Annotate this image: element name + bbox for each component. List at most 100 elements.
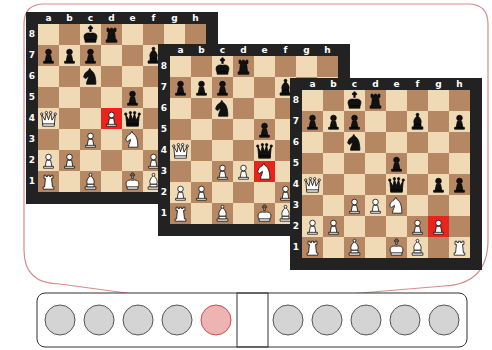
position-dot xyxy=(429,305,459,335)
board-square xyxy=(386,216,407,237)
board-square xyxy=(38,150,59,171)
board-square xyxy=(170,119,191,140)
file-label: e xyxy=(386,78,407,90)
chess-piece xyxy=(308,220,318,234)
chess-piece xyxy=(390,197,402,213)
board-square xyxy=(386,237,407,258)
position-dot xyxy=(312,305,342,335)
rank-label: 5 xyxy=(290,153,302,174)
board-square xyxy=(344,174,365,195)
board-square xyxy=(428,153,449,174)
board-square xyxy=(344,132,365,153)
board-square xyxy=(212,56,233,77)
chess-piece xyxy=(216,58,229,74)
chess-piece xyxy=(238,60,249,74)
board-square xyxy=(296,56,317,77)
rank-label: 2 xyxy=(26,150,38,171)
board-square xyxy=(407,153,428,174)
board-square xyxy=(59,66,80,87)
board-square xyxy=(344,111,365,132)
chess-piece xyxy=(392,157,402,171)
rank-label: 6 xyxy=(26,66,38,87)
board-square xyxy=(428,237,449,258)
board-square xyxy=(449,132,470,153)
chess-piece xyxy=(258,163,270,179)
file-label: e xyxy=(254,44,275,56)
chess-piece xyxy=(86,49,96,63)
file-label: h xyxy=(449,78,470,90)
chess-piece xyxy=(128,91,138,105)
chess-piece xyxy=(65,154,75,168)
board-square xyxy=(59,24,80,45)
chess-piece xyxy=(455,178,465,192)
board-square xyxy=(59,150,80,171)
board-square xyxy=(185,24,206,45)
board-square xyxy=(254,161,275,182)
board-square xyxy=(428,111,449,132)
chess-piece xyxy=(85,173,96,189)
chess-piece xyxy=(125,112,141,127)
chess-piece xyxy=(126,173,139,189)
rank-label: 4 xyxy=(26,108,38,129)
file-label: f xyxy=(407,78,428,90)
chess-piece xyxy=(217,205,228,221)
board-square xyxy=(254,182,275,203)
chess-piece xyxy=(281,186,291,200)
file-label: g xyxy=(164,12,185,24)
chess-piece xyxy=(197,81,207,95)
rank-label: 6 xyxy=(158,98,170,119)
file-label: e xyxy=(122,12,143,24)
board-square xyxy=(38,171,59,192)
board-square xyxy=(302,237,323,258)
chess-piece xyxy=(348,92,361,108)
rank-label: 8 xyxy=(290,90,302,111)
board-square xyxy=(386,195,407,216)
chess-piece xyxy=(43,175,54,189)
board-square xyxy=(170,182,191,203)
board-square xyxy=(122,45,143,66)
board-square xyxy=(386,153,407,174)
chess-piece xyxy=(390,239,403,255)
board-square xyxy=(38,87,59,108)
board-square xyxy=(143,24,164,45)
chess-piece xyxy=(216,100,228,116)
board-square xyxy=(254,98,275,119)
board-square xyxy=(122,171,143,192)
file-label: f xyxy=(275,44,296,56)
board-square xyxy=(407,132,428,153)
board-square xyxy=(38,45,59,66)
board-square xyxy=(323,90,344,111)
board-square xyxy=(122,150,143,171)
file-label: c xyxy=(212,44,233,56)
file-label: b xyxy=(59,12,80,24)
board-square xyxy=(365,237,386,258)
board-square xyxy=(170,56,191,77)
board-square xyxy=(302,153,323,174)
chess-piece xyxy=(175,207,186,221)
chess-piece xyxy=(257,144,273,159)
chess-piece xyxy=(86,133,96,147)
board-square xyxy=(386,132,407,153)
chess-piece xyxy=(434,178,444,192)
rank-label: 6 xyxy=(290,132,302,153)
board-square xyxy=(365,132,386,153)
file-label: a xyxy=(170,44,191,56)
board-square xyxy=(59,45,80,66)
board-square xyxy=(233,98,254,119)
board-square xyxy=(323,195,344,216)
chess-piece xyxy=(413,220,423,234)
board-square xyxy=(38,66,59,87)
board-square xyxy=(191,140,212,161)
chess-piece xyxy=(350,199,360,213)
board-square xyxy=(212,98,233,119)
board-square xyxy=(365,90,386,111)
board-square xyxy=(428,132,449,153)
board-square xyxy=(365,195,386,216)
board-square xyxy=(101,87,122,108)
board-square xyxy=(302,132,323,153)
rank-label: 4 xyxy=(290,174,302,195)
board-square xyxy=(101,171,122,192)
rank-label: 7 xyxy=(26,45,38,66)
board-square xyxy=(317,56,338,77)
board-square xyxy=(386,111,407,132)
